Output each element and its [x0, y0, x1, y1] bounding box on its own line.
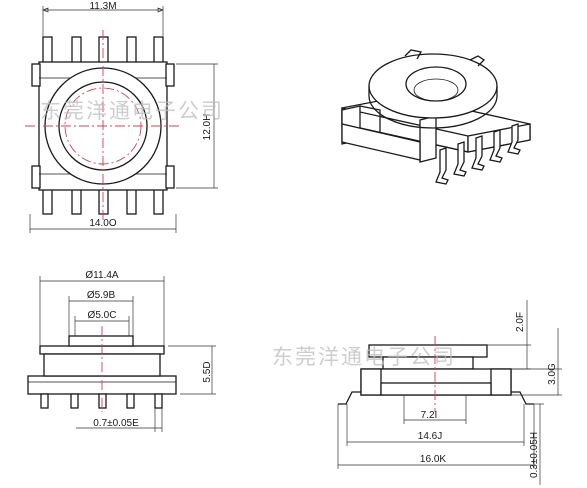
- side-pin-right-label: 0.3±0.05H: [529, 432, 540, 478]
- front-flange-label: Ø11.4A: [85, 270, 118, 281]
- front-inner-core-label: Ø5.0C: [88, 310, 117, 321]
- side-right-pin: [511, 391, 534, 405]
- watermark-top: 东莞洋通电子公司: [40, 99, 224, 123]
- side-overall-label: 16.0K: [420, 454, 446, 465]
- side-mid-label: 14.6J: [418, 431, 442, 442]
- isometric-core-hole: [405, 66, 467, 102]
- front-view: Ø11.4A Ø5.9B Ø5.0C 5.5D: [27, 270, 216, 432]
- isometric-pins: [435, 123, 521, 185]
- top-view-upper-pins: [42, 36, 164, 65]
- side-top-right-label: 2.0F: [515, 312, 526, 332]
- top-width-label: 11.3M: [89, 1, 116, 12]
- top-bottom-label: 14.0O: [89, 218, 116, 229]
- side-view: 7.2I 14.6J 16.0K 2.0F 3.0G 0.3±0.05H: [337, 300, 562, 485]
- front-outer-core-label: Ø5.9B: [87, 290, 116, 301]
- top-view: 11.3M 12.0H 14.0O: [25, 1, 218, 233]
- front-pins: [40, 393, 163, 409]
- side-left-pin: [338, 391, 361, 405]
- side-right-label: 3.0G: [547, 363, 558, 385]
- isometric-view: [341, 49, 531, 185]
- front-pin-label: 0.7±0.05E: [93, 418, 139, 429]
- watermark-bottom: 东莞洋通电子公司: [272, 345, 456, 369]
- front-height-label: 5.5D: [202, 361, 213, 382]
- side-inner-label: 7.2I: [421, 410, 438, 421]
- top-height-label: 12.0H: [202, 114, 213, 141]
